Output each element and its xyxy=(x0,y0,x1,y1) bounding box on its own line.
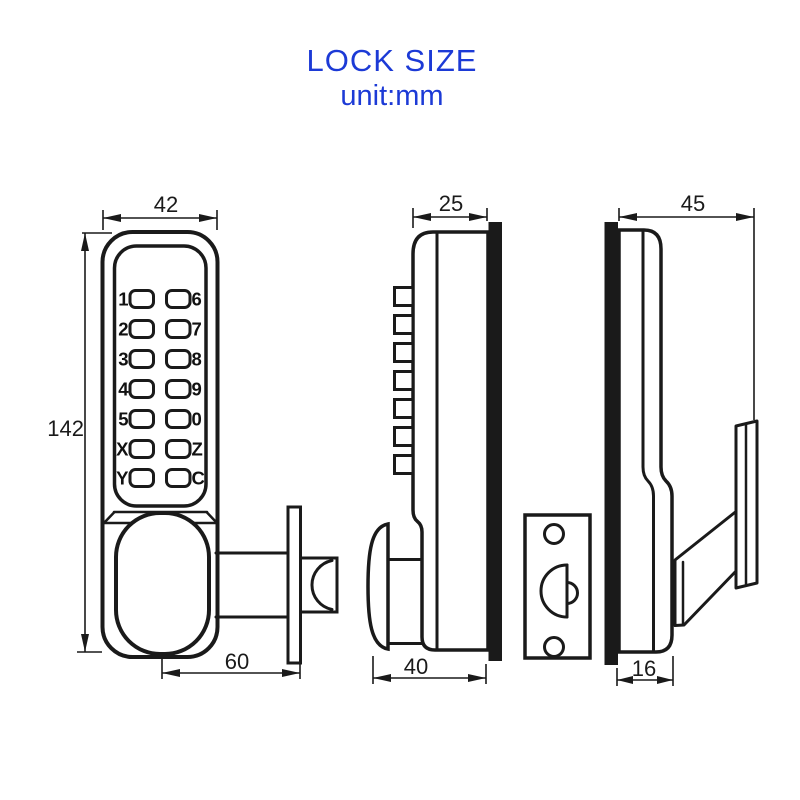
arrow-down-icon xyxy=(81,634,89,652)
keypad-button xyxy=(128,349,155,369)
keypad-button xyxy=(128,319,155,339)
arrow-left-icon xyxy=(617,676,633,684)
keypad-button xyxy=(165,439,192,459)
dim-back-depth: 16 xyxy=(632,656,656,681)
back-body-outline xyxy=(617,228,674,654)
keypad-button xyxy=(128,439,155,459)
arrow-right-icon xyxy=(469,213,487,221)
side-button xyxy=(393,370,415,391)
arrow-right-icon xyxy=(468,674,486,682)
side-button xyxy=(393,342,415,363)
front-keypad-panel xyxy=(112,244,208,508)
side-body-outline xyxy=(411,230,490,652)
keypad-label: X xyxy=(116,439,129,460)
keypad-label: 7 xyxy=(192,319,202,340)
keypad-button xyxy=(128,289,155,309)
back-face-line xyxy=(641,230,655,652)
back-view xyxy=(604,222,759,665)
latch-bolt-face xyxy=(310,559,334,611)
keypad-label: Y xyxy=(116,468,129,489)
side-button xyxy=(393,426,415,447)
screw-hole xyxy=(543,523,565,545)
keypad-button xyxy=(165,379,192,399)
arrow-right-icon xyxy=(282,669,300,677)
keypad-label: 2 xyxy=(118,319,128,340)
side-view-dimensions: 25 40 xyxy=(372,191,488,684)
dim-side-depth: 25 xyxy=(439,191,463,216)
lever-arm xyxy=(673,510,740,627)
chamfer-lines xyxy=(102,511,219,525)
side-view xyxy=(366,222,502,661)
side-button xyxy=(393,398,415,419)
strike-plate-outline xyxy=(523,513,592,660)
front-knob xyxy=(114,511,211,656)
keypad-label: C xyxy=(192,468,205,489)
screw-hole xyxy=(543,636,565,658)
latch-keeper-arc xyxy=(539,563,569,619)
keypad-label: 9 xyxy=(192,379,202,400)
diagram-title-block: LOCK SIZE unit:mm xyxy=(0,43,784,114)
side-button xyxy=(393,314,415,335)
dim-45-lines xyxy=(618,208,755,420)
keypad-label: 8 xyxy=(192,349,202,370)
arrow-left-icon xyxy=(162,669,180,677)
keypad-button xyxy=(128,468,155,488)
latch-keeper-bump xyxy=(565,581,579,605)
keypad-label: Z xyxy=(192,439,203,460)
arrow-right-icon xyxy=(736,213,754,221)
side-knob-neck xyxy=(386,558,424,645)
arrow-left-icon xyxy=(619,213,637,221)
side-button xyxy=(393,286,415,307)
front-view: 1 2 3 4 5 X Y 6 7 8 9 0 Z C xyxy=(100,230,339,665)
arrow-left-icon xyxy=(413,213,431,221)
keypad-button xyxy=(128,379,155,399)
rose-plate xyxy=(286,505,302,665)
page-title: LOCK SIZE xyxy=(306,43,478,78)
dim-142-lines xyxy=(77,232,112,653)
dim-40-lines xyxy=(372,656,487,684)
keypad-button xyxy=(128,409,155,429)
arrow-left-icon xyxy=(373,674,391,682)
keypad-button xyxy=(165,468,192,488)
keypad-label: 0 xyxy=(192,409,202,430)
side-knob-profile xyxy=(366,521,390,652)
dim-front-width: 42 xyxy=(154,192,178,217)
strike-plate xyxy=(523,513,592,660)
dim-spindle-length: 60 xyxy=(225,649,249,674)
front-body-outline xyxy=(100,230,220,659)
dim-side-total-depth: 40 xyxy=(404,654,428,679)
spindle-lines xyxy=(214,551,291,619)
door-edge-bar xyxy=(604,222,618,665)
dim-back-width: 45 xyxy=(681,191,705,216)
keypad-label: 5 xyxy=(118,409,128,430)
keypad-button xyxy=(165,289,192,309)
dim-60-lines xyxy=(161,655,301,679)
arrow-left-icon xyxy=(103,214,121,222)
dim-42-lines xyxy=(102,210,218,230)
keypad-button xyxy=(165,319,192,339)
keypad-button xyxy=(165,409,192,429)
keypad-label: 1 xyxy=(118,289,128,310)
arrow-right-icon xyxy=(657,676,673,684)
keypad-label: 3 xyxy=(118,349,128,370)
side-buttons xyxy=(393,286,415,475)
arrow-right-icon xyxy=(199,214,217,222)
keypad-button xyxy=(165,349,192,369)
arrow-up-icon xyxy=(81,233,89,251)
unit-label: unit:mm xyxy=(340,80,444,113)
keypad: 1 2 3 4 5 X Y 6 7 8 9 0 Z C xyxy=(116,289,205,489)
dim-front-height: 142 xyxy=(47,416,84,441)
keypad-label: 6 xyxy=(192,289,202,310)
back-view-dimensions: 45 16 xyxy=(616,191,755,686)
side-button xyxy=(393,454,415,475)
door-edge-bar xyxy=(488,222,502,661)
keypad-label: 4 xyxy=(118,379,129,400)
front-view-dimensions: 42 142 60 xyxy=(47,192,301,679)
